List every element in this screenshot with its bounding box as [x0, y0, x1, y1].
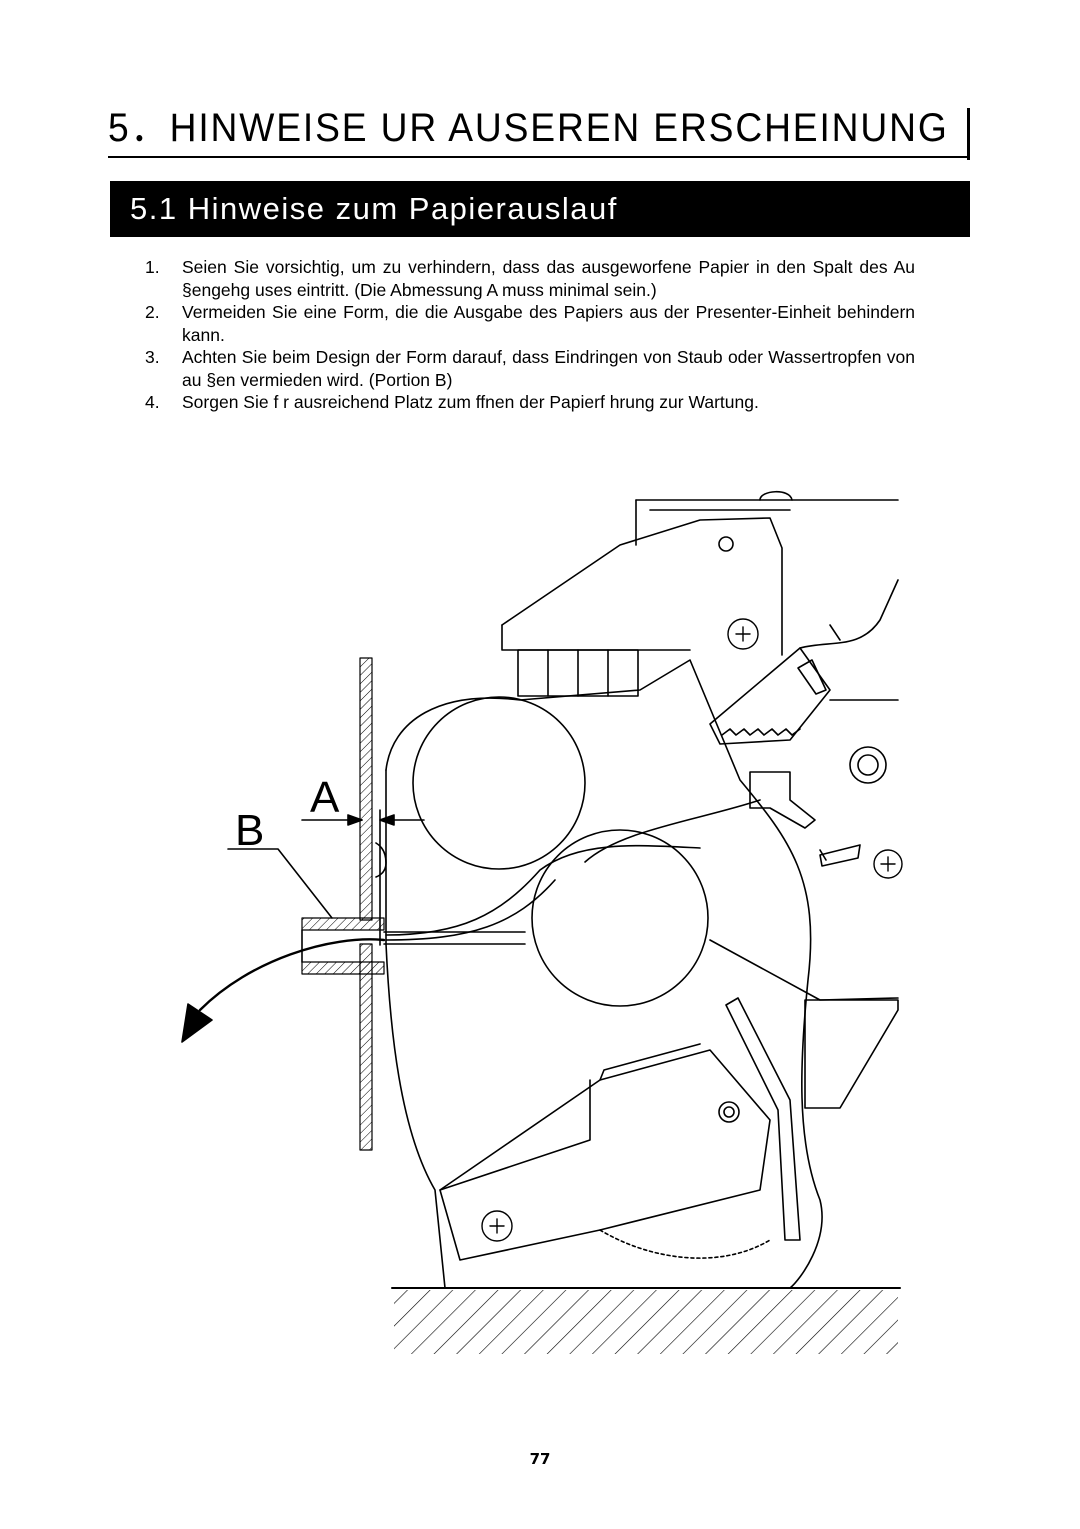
upper-mechanism: [501, 517, 783, 656]
label-b: B: [235, 806, 264, 855]
section-heading-bar: 5.1 Hinweise zum Papierauslauf: [110, 181, 970, 237]
presenter-unit-diagram: A B: [181, 490, 903, 1354]
lower-roller: [531, 829, 709, 1007]
screw: [481, 1210, 513, 1242]
chapter-rule-vertical: [967, 108, 970, 160]
notes-list: 1. Seien Sie vorsichtig, um zu verhinder…: [145, 256, 915, 414]
right-chute: [804, 999, 899, 1109]
page-number: 77: [529, 1450, 551, 1468]
ground-hatching: [391, 1287, 901, 1354]
cutter-blade: [709, 647, 831, 745]
chapter-title-text: 5．HINWEISE UR AUSEREN ERSCHEINUNG: [108, 106, 949, 150]
dimension-a: [301, 814, 425, 826]
note-item: 3. Achten Sie beim Design der Form darau…: [145, 346, 915, 391]
note-number: 2.: [145, 302, 160, 322]
label-a: A: [310, 773, 340, 822]
housing-wall: [359, 657, 387, 1151]
note-text: Vermeiden Sie eine Form, die die Ausgabe…: [182, 302, 915, 345]
portion-b-leader: [227, 848, 333, 919]
chapter-underline: [108, 156, 970, 158]
note-item: 2. Vermeiden Sie eine Form, die die Ausg…: [145, 301, 915, 346]
lower-guide-plate: [439, 1049, 771, 1261]
screw: [873, 849, 903, 879]
note-text: Achten Sie beim Design der Form darauf, …: [182, 347, 915, 390]
note-number: 4.: [145, 392, 160, 412]
note-text: Sorgen Sie f r ausreichend Platz zum ffn…: [182, 392, 759, 412]
upper-roller: [412, 696, 586, 870]
screw: [727, 618, 759, 650]
note-number: 1.: [145, 257, 160, 277]
section-title: 5.1 Hinweise zum Papierauslauf: [130, 191, 618, 226]
chapter-title: 5．HINWEISE UR AUSEREN ERSCHEINUNG: [108, 100, 978, 160]
main-frame-outline: [385, 659, 823, 1289]
note-number: 3.: [145, 347, 160, 367]
note-item: 4. Sorgen Sie f r ausreichend Platz zum …: [145, 391, 915, 414]
note-text: Seien Sie vorsichtig, um zu verhindern, …: [182, 257, 915, 300]
note-item: 1. Seien Sie vorsichtig, um zu verhinder…: [145, 256, 915, 301]
paper-exit-arrow: [181, 938, 386, 1043]
paper-chute: [301, 917, 526, 975]
